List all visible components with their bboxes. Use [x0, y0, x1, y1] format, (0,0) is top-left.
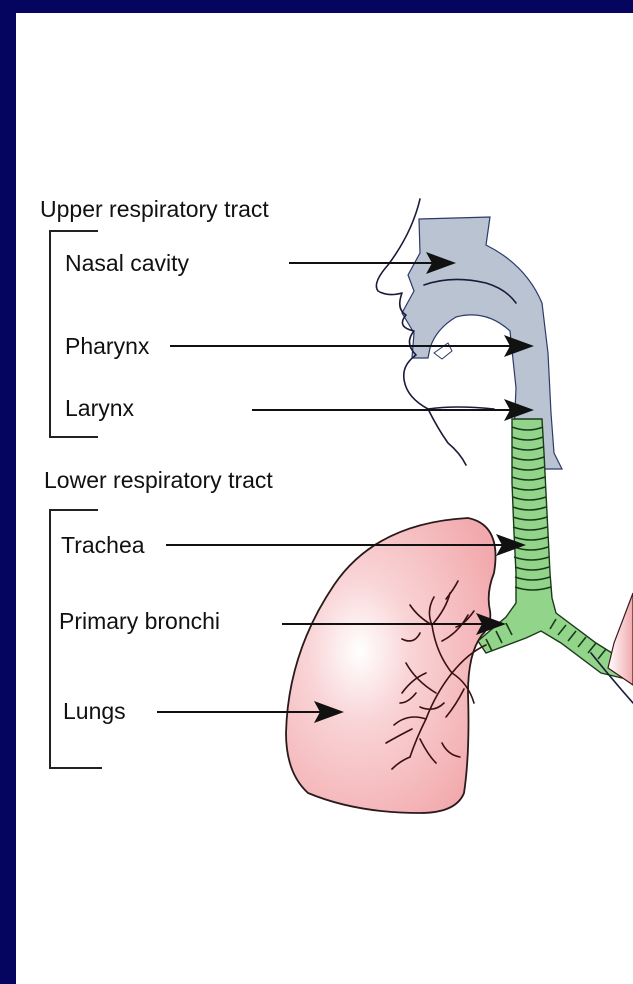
label-primary-bronchi: Primary bronchi — [59, 608, 220, 634]
arrow-nasal-cavity — [289, 252, 456, 274]
label-larynx: Larynx — [65, 395, 135, 421]
diagram-panel: Upper respiratory tract Nasal cavity Pha… — [16, 13, 633, 984]
label-pharynx: Pharynx — [65, 333, 150, 359]
right-lung-edge — [608, 593, 633, 685]
respiratory-system-diagram: Upper respiratory tract Nasal cavity Pha… — [16, 13, 633, 984]
arrow-pharynx — [170, 335, 534, 357]
arrow-lungs — [157, 701, 344, 723]
jaw-line — [428, 407, 494, 409]
label-lungs: Lungs — [63, 698, 126, 724]
lower-respiratory-tract-heading: Lower respiratory tract — [44, 467, 273, 493]
left-lung-shape — [286, 518, 496, 813]
anatomy-illustration — [286, 199, 633, 813]
label-nasal-cavity: Nasal cavity — [65, 250, 189, 276]
upper-respiratory-tract-heading: Upper respiratory tract — [40, 196, 269, 222]
arrow-larynx — [252, 399, 534, 421]
label-trachea: Trachea — [61, 532, 145, 558]
